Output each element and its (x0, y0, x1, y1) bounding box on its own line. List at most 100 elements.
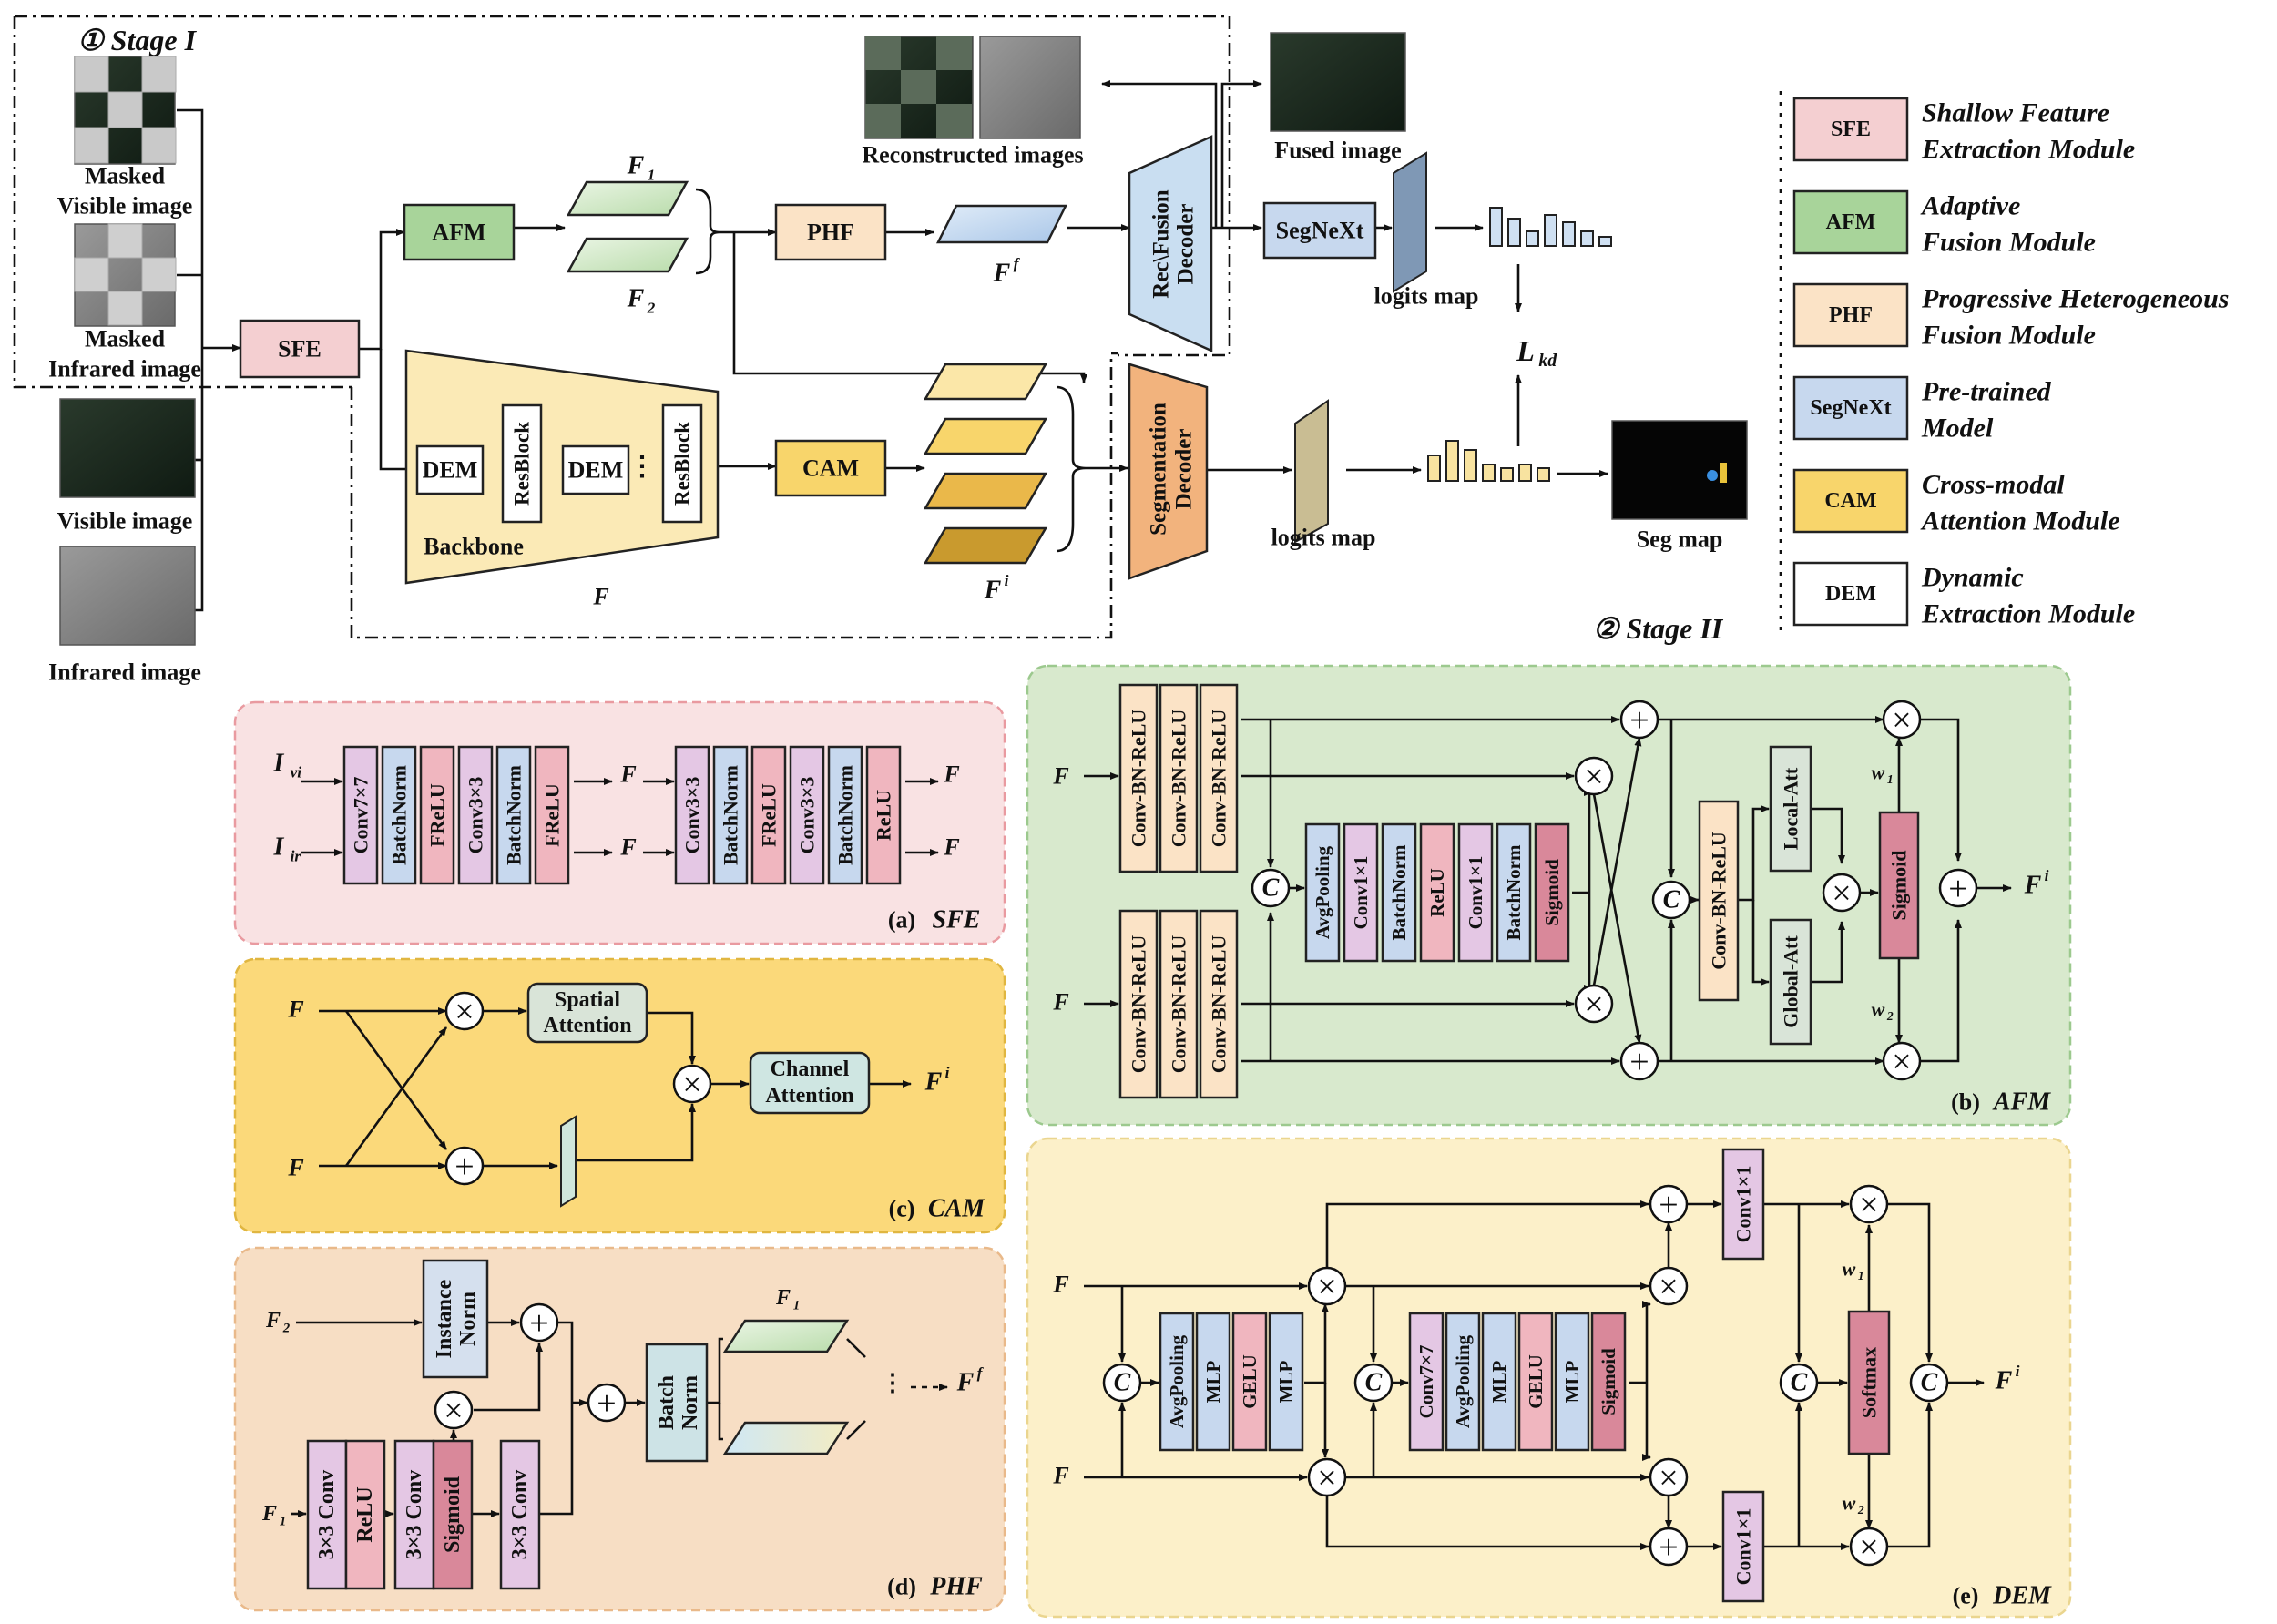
afm-out: F (2024, 872, 2042, 900)
visible-image-label: Visible image (57, 508, 193, 535)
dem-right-0 (1408, 1312, 1445, 1452)
dem-left-3 (1268, 1312, 1304, 1452)
legend-abbr-5: DEM (1825, 582, 1876, 606)
global-att-label: Global-Att (1780, 935, 1802, 1028)
logit-bar-student (1500, 467, 1514, 482)
op-symbol: × (1832, 874, 1851, 913)
afm-sigmoid (1878, 811, 1920, 960)
stage2-title: ② Stage II (1593, 612, 1724, 645)
legend-desc-1: Adaptive (1920, 191, 2020, 221)
global-att (1769, 918, 1812, 1046)
phf-out: F (956, 1369, 975, 1397)
afm-mid-2 (1381, 822, 1417, 963)
afm-caption: (b) (1951, 1089, 1980, 1116)
op-symbol: C (1114, 1369, 1131, 1397)
stage2-boundary (350, 352, 1118, 639)
masked-infrared-label-1: Masked (85, 326, 166, 352)
dem-right-2-label: MLP (1488, 1361, 1510, 1404)
phf-mul (434, 1390, 474, 1430)
afm-cat2 (1651, 880, 1691, 920)
connector-line (474, 1343, 543, 1412)
connector-line (1887, 1402, 1933, 1548)
mask-patch (865, 104, 901, 138)
logit-bar-student (1445, 440, 1459, 482)
batch-label-1: Batch (655, 1375, 679, 1430)
seg-decoder-label-1: Segmentation (1147, 403, 1171, 536)
sfe-block-r0 (674, 745, 710, 885)
local-att-label: Local-Att (1780, 767, 1802, 850)
resblock-1 (501, 403, 543, 524)
sfe-in-vi-sub: vi (291, 763, 302, 781)
afm-conv-bot-1 (1159, 909, 1199, 1099)
afm-mid-1 (1343, 822, 1379, 963)
spatial-attention (526, 982, 648, 1044)
instance-label-1: Instance (433, 1279, 456, 1358)
op-symbol: + (529, 1304, 548, 1343)
afm-mid-4-label: Conv1×1 (1465, 856, 1486, 930)
sfe-block-l4 (495, 745, 532, 885)
op-symbol: C (1791, 1369, 1808, 1397)
ff-feature (935, 204, 1068, 244)
cam-mul2 (672, 1064, 712, 1104)
afm-conv-top-2 (1199, 683, 1239, 873)
connector-line (1592, 793, 1642, 1044)
phf-label: PHF (807, 220, 854, 246)
cam-mul (444, 991, 485, 1031)
sfe-block-r5 (865, 745, 902, 885)
sfe-caption: (a) (888, 907, 915, 934)
cam-add (444, 1146, 485, 1186)
afm-cat1 (1251, 868, 1291, 908)
connector-line (732, 232, 1087, 383)
afm-w1: w (1872, 761, 1885, 784)
segnext-block (1262, 201, 1377, 260)
dem-left-2-label: GELU (1239, 1354, 1261, 1409)
afm-conv-bot-0-label: Conv-BN-ReLU (1128, 935, 1150, 1074)
logit-bar-student (1464, 449, 1477, 482)
sfe-block-r0-label: Conv3×3 (681, 777, 704, 854)
fi-feature-3 (923, 472, 1048, 510)
afm-conv-bot-0 (1118, 909, 1159, 1099)
cam-out-sup: i (945, 1064, 950, 1081)
dem-mul-bot (1307, 1457, 1347, 1497)
logit-bar-teacher (1580, 230, 1594, 247)
dem-block-1 (415, 444, 485, 495)
masked-visible-label-2: Visible image (57, 193, 193, 220)
op-symbol: C (1365, 1369, 1383, 1397)
dem-mul2-top (1649, 1266, 1689, 1306)
dem-right-1-label: AvgPooling (1452, 1334, 1474, 1428)
phf-f3: F (261, 1502, 277, 1526)
visible-image (59, 398, 196, 498)
op-symbol: C (1663, 886, 1680, 914)
phf-dots: ⋮ (881, 1370, 904, 1396)
op-symbol: + (1948, 870, 1967, 908)
dem-right-5-label: Sigmoid (1598, 1348, 1619, 1415)
legend-desc-2: Progressive Heterogeneous (1921, 284, 2229, 314)
logit-bar-teacher (1544, 214, 1557, 247)
dem-caption: (e) (1953, 1583, 1979, 1609)
sfe-in-vi: I (273, 750, 285, 778)
seg-decoder-label-2: Decoder (1172, 429, 1197, 510)
connector-line (1920, 718, 1962, 862)
fi-feature-2 (923, 417, 1048, 455)
afm-mid-3-label: ReLU (1426, 868, 1448, 917)
connector-line (1920, 919, 1962, 1063)
dem-mul-w2 (1849, 1527, 1889, 1567)
legend-swatch-0 (1792, 97, 1909, 162)
backbone-label: Backbone (424, 534, 524, 560)
connector-line (1887, 1202, 1933, 1363)
f2-feature (566, 237, 689, 273)
backbone-dots: ⋮ (628, 452, 656, 482)
op-symbol: × (1892, 701, 1911, 740)
infrared-image (59, 546, 196, 646)
legend-desc-5: Dynamic (1921, 563, 2024, 593)
dem-mul-w1 (1849, 1184, 1889, 1224)
batch-norm (645, 1343, 709, 1463)
afm-w2: w (1872, 998, 1885, 1021)
dem-conv-top-label: Conv1×1 (1732, 1166, 1755, 1243)
dem-caption-name: DEM (1992, 1582, 2052, 1610)
connector-line (1592, 737, 1642, 986)
brace-fi (1056, 385, 1087, 553)
sfe-fir2: F (943, 834, 959, 861)
sfe-block-l2-label: FReLU (426, 783, 449, 847)
phf-conv3-label: 3×3 Conv (508, 1470, 532, 1559)
